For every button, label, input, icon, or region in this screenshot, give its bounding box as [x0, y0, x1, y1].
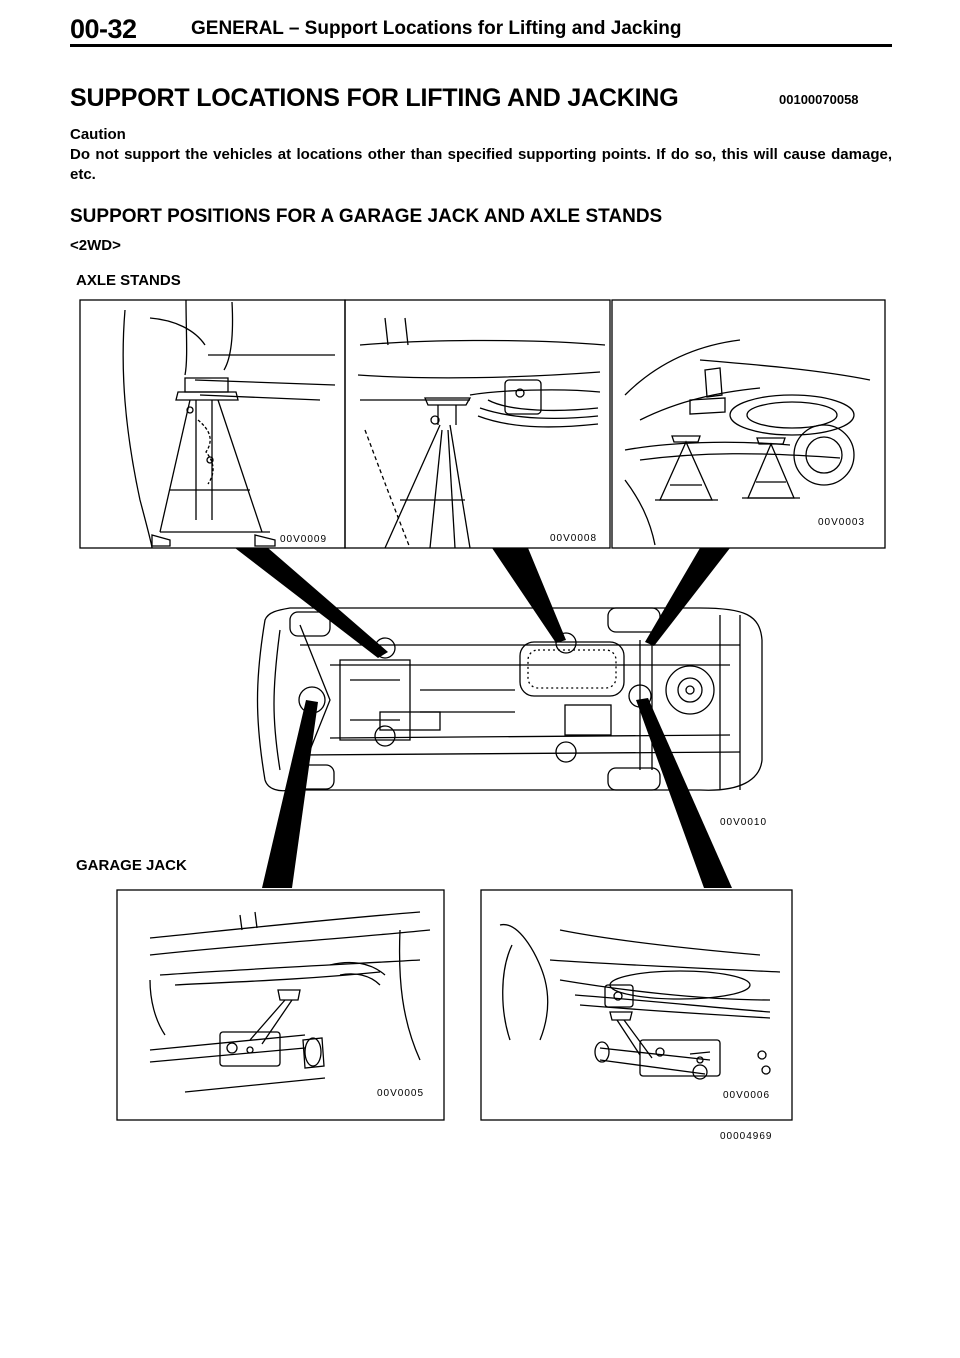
panel-rear-axle-stand	[611, 299, 886, 549]
front-jack-illustration	[149, 911, 431, 1093]
pointer-front-jack	[262, 700, 318, 888]
code-front-jack: 00V0005	[377, 1088, 424, 1099]
garage-jack-label: GARAGE JACK	[76, 857, 187, 874]
section-code: 00100070058	[779, 92, 859, 107]
panel-mid-axle-stand	[344, 299, 611, 549]
code-mid-stand: 00V0008	[550, 533, 597, 544]
code-rear-stand: 00V0003	[818, 517, 865, 528]
pointer-mid-stand	[492, 548, 566, 643]
caution-label: Caution	[70, 126, 126, 143]
panel-rear-garage-jack	[480, 889, 793, 1121]
pointer-wedges	[235, 548, 732, 888]
underbody-illustration	[256, 607, 763, 792]
panel-front-garage-jack	[116, 889, 445, 1121]
pointer-rear-jack	[636, 698, 732, 888]
section-heading: SUPPORT LOCATIONS FOR LIFTING AND JACKIN…	[70, 84, 679, 112]
figure-id: 00004969	[720, 1131, 773, 1142]
header-rule	[70, 44, 892, 47]
front-stand-illustration	[122, 299, 336, 549]
subheading: SUPPORT POSITIONS FOR A GARAGE JACK AND …	[70, 206, 663, 227]
code-rear-jack: 00V0006	[723, 1090, 770, 1101]
pointer-rear-stand	[645, 548, 730, 646]
running-title: GENERAL – Support Locations for Lifting …	[191, 18, 682, 39]
caution-text: Do not support the vehicles at locations…	[70, 146, 892, 183]
axle-stands-label: AXLE STANDS	[76, 272, 181, 289]
mid-stand-illustration	[357, 317, 606, 549]
pointer-front-stand	[235, 548, 388, 658]
page-number: 00-32	[70, 14, 137, 44]
variant-label: <2WD>	[70, 237, 121, 254]
rear-jack-illustration	[499, 924, 781, 1080]
code-underbody: 00V0010	[720, 817, 767, 828]
rear-stand-illustration	[624, 339, 871, 546]
code-front-stand: 00V0009	[280, 534, 327, 545]
